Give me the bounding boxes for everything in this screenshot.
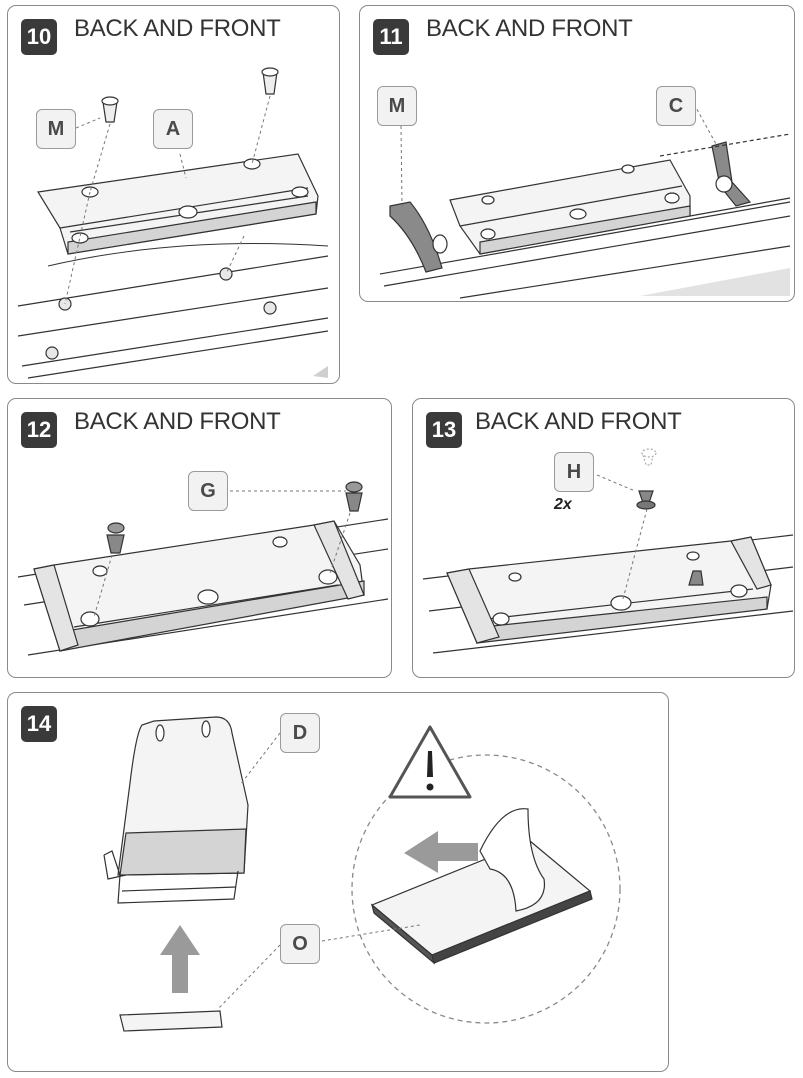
step-title: BACK AND FRONT bbox=[426, 15, 633, 42]
callout-a: A bbox=[153, 109, 193, 149]
callout-h: H bbox=[554, 452, 594, 492]
callout-o: O bbox=[280, 924, 320, 964]
step-title: BACK AND FRONT bbox=[475, 408, 682, 435]
step-number: 11 bbox=[373, 19, 409, 55]
callout-d: D bbox=[280, 713, 320, 753]
warning-triangle-icon bbox=[388, 725, 472, 799]
step-14-panel: 14 bbox=[7, 692, 669, 1072]
step-12-panel: 12 BACK AND FRONT bbox=[7, 398, 392, 678]
callout-c: C bbox=[656, 86, 696, 126]
step-11-illustration bbox=[379, 103, 791, 299]
step-number: 12 bbox=[21, 412, 57, 448]
step-title: BACK AND FRONT bbox=[74, 408, 281, 435]
step-11-panel: 11 BACK AND FRONT bbox=[359, 5, 795, 302]
step-title: BACK AND FRONT bbox=[74, 15, 281, 42]
step-12-illustration bbox=[17, 481, 389, 656]
step-number: 14 bbox=[21, 706, 57, 742]
step-13-illustration bbox=[422, 448, 794, 654]
step-number: 10 bbox=[21, 19, 57, 55]
callout-g: G bbox=[188, 471, 228, 511]
arrow-up-icon bbox=[160, 925, 200, 993]
callout-m: M bbox=[377, 86, 417, 126]
quantity-label: 2x bbox=[554, 496, 572, 513]
arrow-left-icon bbox=[404, 831, 478, 873]
callout-m: M bbox=[36, 109, 76, 149]
step-13-panel: 13 BACK AND FRONT bbox=[412, 398, 795, 678]
step-14-illustration bbox=[103, 716, 621, 1032]
step-number: 13 bbox=[426, 412, 462, 448]
step-10-panel: 10 BACK AND FRONT bbox=[7, 5, 340, 384]
step-10-illustration bbox=[17, 67, 329, 379]
